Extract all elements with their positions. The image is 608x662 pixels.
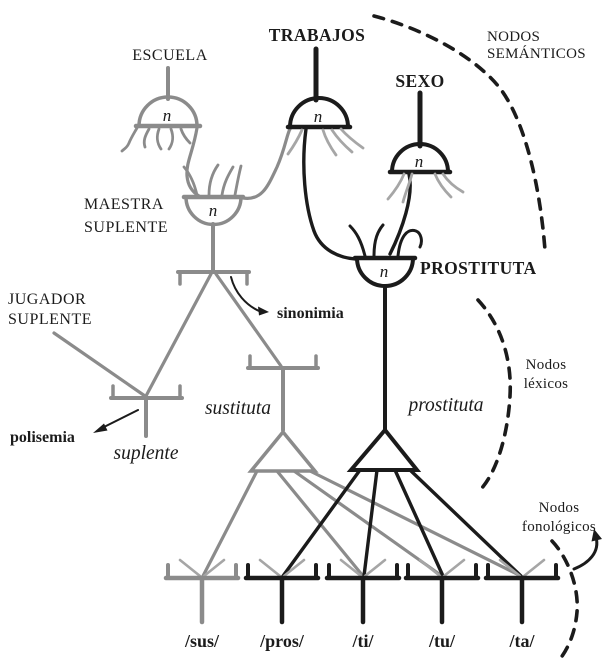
sustituta-node: sustituta — [205, 354, 320, 473]
escuela-n: n — [163, 106, 172, 125]
edge-sustituta-sus — [201, 469, 259, 578]
polisemia-arrowhead — [93, 423, 108, 433]
trabajos-dendrites — [286, 127, 365, 157]
maestra-label-line2: SUPLENTE — [84, 219, 168, 236]
polisemia-annotation: polisemia — [10, 409, 139, 446]
sinonimia-annotation: sinonimia — [230, 276, 344, 322]
maestra-junction-bar — [176, 270, 251, 286]
phonological-region-arrowhead — [591, 529, 602, 542]
phonological-region-arrow — [572, 535, 599, 571]
phoneme-sus-label: /sus/ — [184, 631, 220, 651]
phoneme-node-tu: /tu/ — [403, 558, 481, 651]
semantic-region-label: NODOS SEMÁNTICOS — [487, 29, 586, 62]
semantic-region-line1: NODOS — [487, 29, 540, 45]
escuela-dendrites — [120, 126, 192, 153]
lexical-region-line1: Nodos — [526, 357, 567, 373]
sexo-n: n — [415, 152, 424, 171]
edge-trabajos-maestra — [241, 127, 292, 200]
maestra-dendrites — [182, 163, 243, 197]
phonological-region-label: Nodos fonológicos — [522, 500, 602, 571]
phoneme-ta-label: /ta/ — [509, 631, 536, 651]
sinonimia-arrow — [230, 276, 260, 312]
semantic-region-brace — [372, 14, 547, 252]
trabajos-label: TRABAJOS — [269, 25, 366, 45]
prostituta-lexical-node: prostituta — [346, 395, 484, 472]
edge-maestra-sustituta — [214, 272, 283, 368]
prostituta-semantic-label: PROSTITUTA — [420, 258, 536, 278]
edge-prostituta-ta — [408, 468, 523, 578]
maestra-n: n — [209, 201, 218, 220]
prostituta-n: n — [380, 262, 389, 281]
jugador-suplente-label: JUGADOR SUPLENTE — [8, 291, 92, 328]
prostituta-lexical-label: prostituta — [406, 395, 483, 416]
escuela-node: ESCUELA n — [120, 47, 208, 153]
maestra-label-line1: MAESTRA — [84, 196, 164, 213]
trabajos-node: TRABAJOS n — [269, 25, 366, 157]
edge-prostituta-ti — [362, 468, 379, 578]
edge-sustituta-tu — [292, 469, 444, 578]
edge-trabajos-prostituta — [302, 127, 358, 261]
suplente-bracket — [109, 384, 184, 400]
sexo-dome — [390, 142, 450, 174]
suplente-label: suplente — [114, 443, 179, 464]
sinonimia-label: sinonimia — [277, 305, 344, 322]
sustituta-triangle — [247, 429, 319, 473]
trabajos-n: n — [314, 107, 323, 126]
lexical-region-brace — [476, 298, 513, 491]
edge-escuela-maestra — [185, 126, 201, 198]
phonological-region-brace — [550, 539, 579, 662]
phoneme-pros-label: /pros/ — [259, 631, 305, 651]
sustituta-label: sustituta — [205, 398, 271, 419]
jugador-label-line1: JUGADOR — [8, 291, 86, 308]
escuela-dome — [137, 95, 199, 128]
gray-connections — [52, 126, 523, 578]
edge-prostituta-tu — [393, 468, 445, 578]
edge-maestra-suplente — [144, 272, 213, 398]
phoneme-node-ti: /ti/ — [324, 558, 402, 651]
escuela-label: ESCUELA — [132, 47, 208, 64]
sexo-label: SEXO — [395, 71, 444, 91]
black-connections — [281, 127, 523, 578]
polisemia-label: polisemia — [10, 429, 75, 446]
lexical-region-line2: léxicos — [524, 376, 569, 392]
lexical-region-label: Nodos léxicos — [524, 357, 569, 392]
edge-jugador-suplente — [52, 331, 147, 398]
sustituta-bracket — [246, 354, 320, 370]
trabajos-dome — [288, 96, 350, 129]
maestra-suplente-node: MAESTRA SUPLENTE n — [84, 163, 251, 286]
phonological-region-line1: Nodos — [539, 500, 580, 516]
prostituta-semantic-node: n PROSTITUTA — [348, 223, 536, 432]
jugador-label-line2: SUPLENTE — [8, 311, 92, 328]
prostituta-dendrites — [348, 223, 423, 258]
phoneme-node-pros: /pros/ — [243, 558, 321, 651]
prostituta-triangle — [346, 426, 422, 472]
polisemia-arrow — [101, 409, 139, 429]
suplente-node: suplente — [109, 384, 184, 464]
sexo-node: SEXO n — [386, 71, 465, 204]
semantic-region-line2: SEMÁNTICOS — [487, 45, 586, 62]
phoneme-tu-label: /tu/ — [428, 631, 456, 651]
sinonimia-arrowhead — [258, 306, 269, 316]
sexo-dendrites — [386, 172, 465, 204]
phoneme-node-sus: /sus/ — [163, 558, 241, 651]
phoneme-ti-label: /ti/ — [352, 631, 375, 651]
phoneme-node-ta: /ta/ — [483, 558, 561, 651]
edge-prostituta-pros — [281, 468, 362, 578]
phonological-region-line2: fonológicos — [522, 519, 596, 535]
